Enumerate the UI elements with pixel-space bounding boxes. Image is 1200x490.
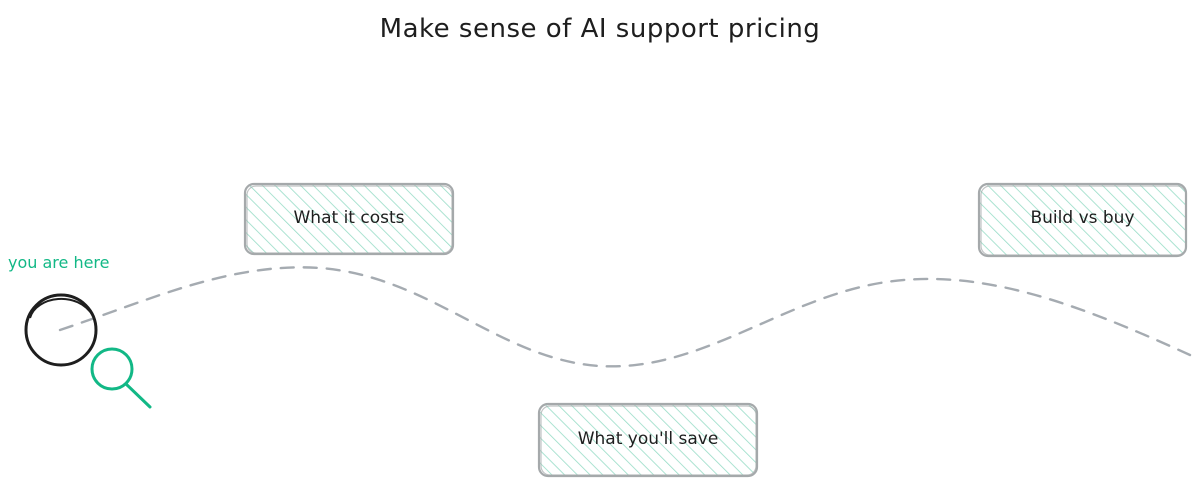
start-circle xyxy=(24,293,98,367)
roadmap-path xyxy=(58,266,1192,368)
search-icon xyxy=(90,347,152,409)
card-build-vs-buy[interactable] xyxy=(977,182,1188,258)
diagram-title: Make sense of AI support pricing xyxy=(379,14,821,44)
card-what-youll-save[interactable] xyxy=(537,402,759,478)
card-what-it-costs[interactable] xyxy=(243,182,455,256)
you-are-here-label: you are here xyxy=(8,253,110,272)
